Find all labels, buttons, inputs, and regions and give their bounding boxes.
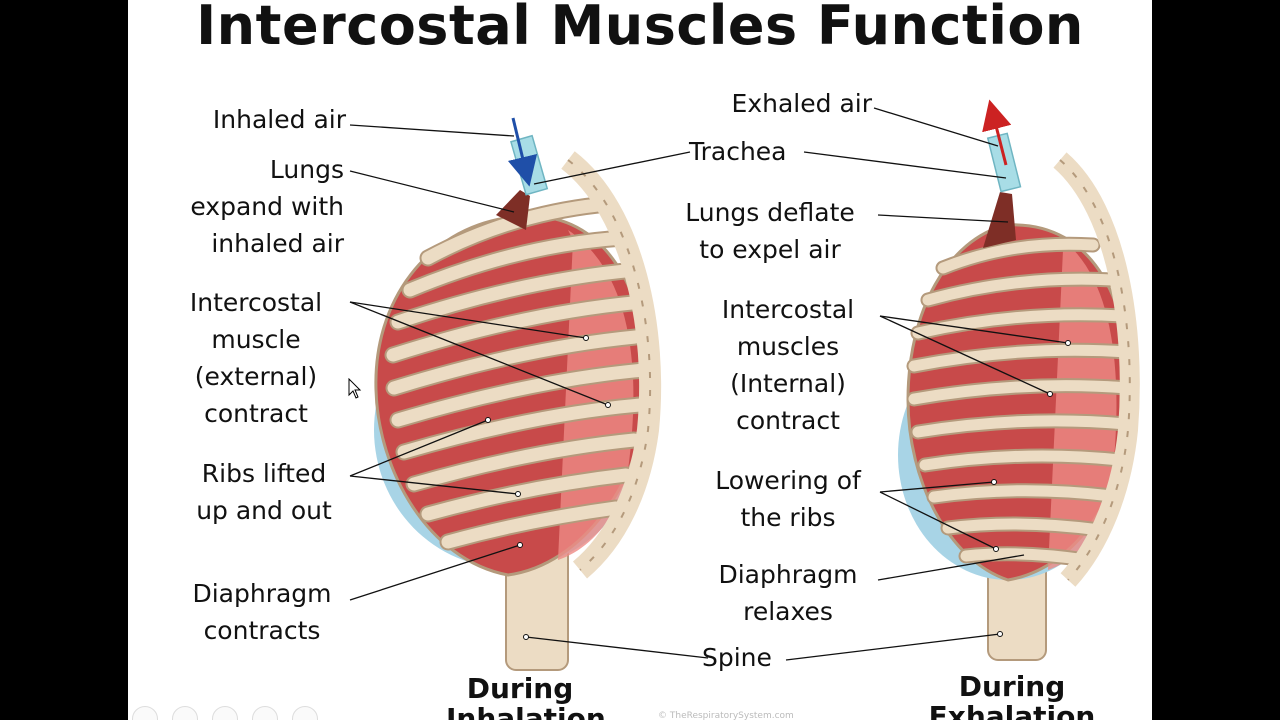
label-lungs-deflate: Lungs deflate to expel air [685,198,855,264]
label-lungs-expand: Lungs expand with inhaled air [190,155,344,258]
spine-column-outline-left [567,159,652,571]
label-exhaled-air: Exhaled air [731,89,872,118]
label-intercostal-external: Intercostal muscle (external) contract [189,288,323,428]
leader-lines [349,107,1069,661]
leader-dots [485,335,1071,640]
ribs-right [906,236,1136,568]
toolbar-menu-button[interactable] [292,706,318,720]
lung-top-right [983,192,1016,248]
label-trachea: Trachea [689,137,787,166]
page-title: Intercostal Muscles Function [196,0,1084,57]
caption-exhalation: During Exhalation [928,670,1096,720]
exhalation-ribcage [898,99,1140,661]
toolbar-zoom-button[interactable] [252,706,278,720]
trachea-left [510,134,549,196]
label-diaphragm-contracts: Diaphragm contracts [192,579,332,645]
toolbar-pen-button[interactable] [212,706,238,720]
inhaled-air-arrow [507,117,538,187]
label-diaphragm-relaxes: Diaphragm relaxes [718,560,858,626]
caption-inhalation: During Inhalation [446,672,606,720]
label-inhaled-air: Inhaled air [212,105,346,134]
label-ribs-lifted: Ribs lifted up and out [196,459,332,525]
inhalation-ribcage [374,117,662,671]
exhaled-air-arrow [982,99,1012,166]
toolbar-back-button[interactable] [132,706,158,720]
ribs-left [384,196,655,551]
slide: Intercostal Muscles Function [128,0,1152,720]
spine-column-right [1053,152,1140,587]
mouse-cursor-icon [348,378,362,399]
label-intercostal-internal: Intercostal muscles (Internal) contract [721,295,855,435]
label-spine: Spine [702,643,772,672]
diagram-figure [349,99,1140,671]
toolbar-forward-button[interactable] [172,706,198,720]
lung-top-left [496,190,530,230]
label-lowering-ribs: Lowering of the ribs [715,466,861,532]
watermark: © TheRespiratorySystem.com [658,711,794,720]
slide-toolbar [132,706,318,720]
